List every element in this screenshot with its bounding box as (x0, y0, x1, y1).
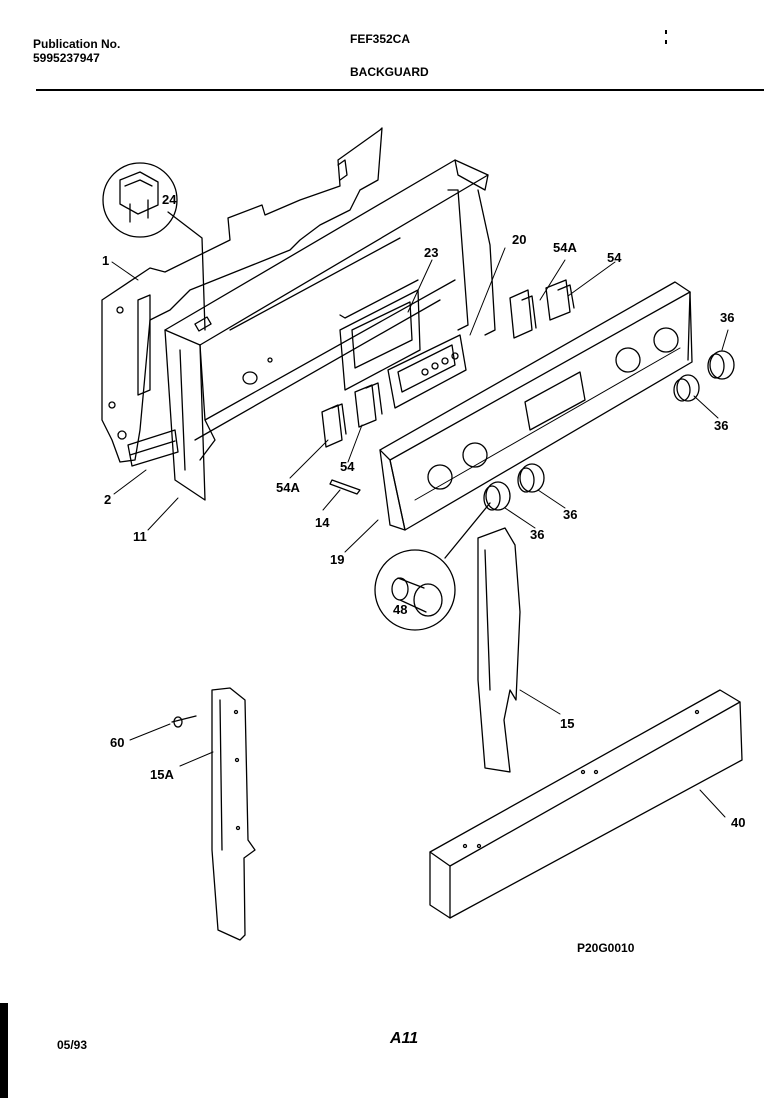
footer-date: 05/93 (57, 1038, 88, 1052)
part-1-rear-panel (101, 127, 383, 463)
drawing-code: P20G0010 (577, 941, 635, 955)
publication-number: 5995237947 (33, 51, 100, 65)
header-rule (36, 89, 764, 91)
switch-54a-lower (321, 403, 347, 448)
callout-40: 40 (731, 815, 745, 830)
knob-36-b (673, 374, 700, 402)
part-23-bracket (339, 279, 421, 391)
callout-54a-upper: 54A (553, 240, 577, 255)
callout-20: 20 (512, 232, 526, 247)
section-title: BACKGUARD (350, 65, 429, 79)
part-15a-side-trim (211, 687, 256, 941)
callout-15a: 15A (150, 767, 174, 782)
switch-54-upper (545, 279, 575, 321)
callout-54-lower: 54 (340, 459, 355, 474)
part-48-knob-inset (374, 502, 491, 631)
callout-54a-lower: 54A (276, 480, 300, 495)
switch-54-lower (354, 382, 383, 428)
scan-edge-mark (0, 1003, 8, 1098)
callout-2: 2 (104, 492, 111, 507)
part-15-side-trim (477, 527, 521, 773)
leader-lines (111, 247, 729, 818)
part-2-bracket (127, 429, 179, 467)
callout-11: 11 (133, 529, 147, 544)
callout-23: 23 (424, 245, 438, 260)
part-11-backguard-frame (164, 159, 496, 501)
callout-19: 19 (330, 552, 344, 567)
callout-36-d: 36 (530, 527, 544, 542)
part-19-control-panel (379, 281, 693, 531)
callout-48: 48 (393, 602, 407, 617)
knob-36-c (517, 463, 545, 493)
callout-36-c: 36 (563, 507, 577, 522)
callout-24: 24 (162, 192, 177, 207)
model-number: FEF352CA (350, 32, 411, 46)
part-20-clock-timer (387, 334, 467, 409)
part-60-screw (171, 715, 197, 728)
callout-14: 14 (315, 515, 330, 530)
callout-1: 1 (102, 253, 109, 268)
callout-60: 60 (110, 735, 124, 750)
corner-mark (665, 30, 667, 44)
callout-36-b: 36 (714, 418, 728, 433)
page-number: A11 (390, 1030, 419, 1047)
knob-36-a (707, 350, 735, 380)
callout-54-upper: 54 (607, 250, 622, 265)
part-14-terminal (329, 479, 361, 495)
callout-15: 15 (560, 716, 574, 731)
publication-label: Publication No. (33, 37, 121, 51)
part-40-trim (429, 689, 743, 919)
knob-36-d (483, 481, 511, 511)
switch-54a-upper (509, 289, 537, 339)
part-24-switch-inset (102, 162, 206, 331)
callout-36-a: 36 (720, 310, 734, 325)
